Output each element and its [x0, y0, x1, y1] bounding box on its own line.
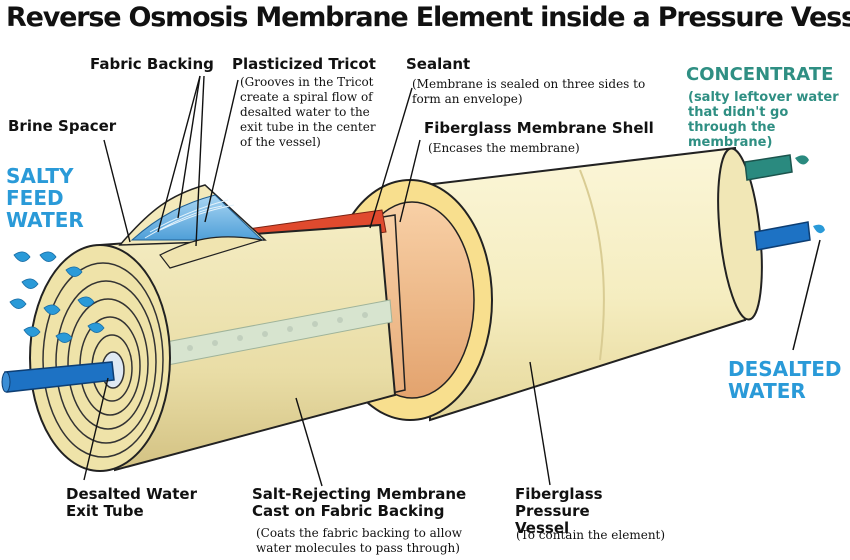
label-plasticized-tricot: Plasticized Tricot	[232, 55, 376, 73]
label-concentrate: CONCENTRATE	[686, 64, 834, 85]
desc-salt-rejecting-membrane: (Coats the fabric backing to allow water…	[256, 526, 462, 555]
feed-water-droplets	[9, 251, 105, 343]
desc-concentrate: (salty leftover water that didn't go thr…	[688, 90, 839, 150]
desc-sealant: (Membrane is sealed on three sides to fo…	[412, 77, 646, 106]
label-sealant: Sealant	[406, 55, 471, 73]
leader-lines	[83, 75, 551, 487]
label-brine-spacer: Brine Spacer	[8, 117, 117, 135]
membrane-dots	[187, 312, 368, 351]
label-salt-rejecting-membrane: Salt-Rejecting Membrane Cast on Fabric B…	[252, 485, 467, 520]
desalted-outlet-pipe	[754, 221, 825, 351]
desc-fiberglass-pressure-vessel: (To contain the element)	[516, 528, 666, 542]
exit-tube	[1, 361, 115, 393]
roll-end-face	[29, 244, 171, 472]
concentrate-pipe	[744, 154, 809, 181]
label-desalted-water: DESALTED WATER	[728, 357, 842, 403]
label-fiberglass-pressure-vessel: Fiberglass Pressure Vessel	[515, 485, 603, 537]
label-desalted-water-exit-tube: Desalted Water Exit Tube	[66, 485, 197, 520]
desc-fiberglass-membrane-shell: (Encases the membrane)	[428, 141, 580, 155]
label-fabric-backing: Fabric Backing	[90, 55, 214, 73]
diagram-title: Reverse Osmosis Membrane Element inside …	[6, 2, 850, 33]
label-salty-feed-water: SALTY FEED WATER	[6, 164, 84, 232]
desc-plasticized-tricot: (Grooves in the Tricot create a spiral f…	[240, 75, 376, 149]
label-fiberglass-membrane-shell: Fiberglass Membrane Shell	[424, 119, 654, 137]
